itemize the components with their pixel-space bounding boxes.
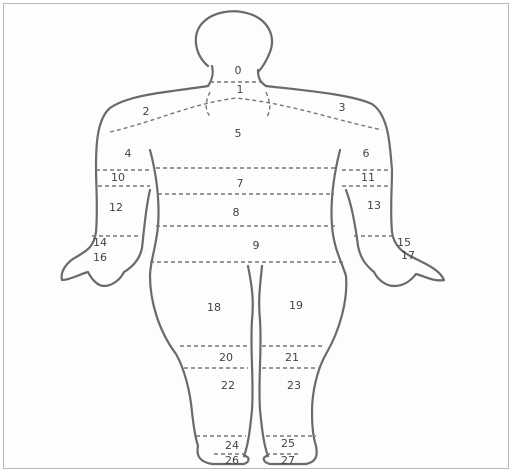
region-label-3: 3 <box>339 101 346 114</box>
region-label-0: 0 <box>235 64 242 77</box>
region-label-1: 1 <box>237 83 244 96</box>
region-label-12: 12 <box>109 201 123 214</box>
region-label-13: 13 <box>367 199 381 212</box>
region-label-15: 15 <box>397 236 411 249</box>
region-label-24: 24 <box>225 439 239 452</box>
torso-outline <box>96 86 392 170</box>
region-label-14: 14 <box>93 236 107 249</box>
region-label-10: 10 <box>111 171 125 184</box>
region-label-23: 23 <box>287 379 301 392</box>
region-label-18: 18 <box>207 301 221 314</box>
region-label-22: 22 <box>221 379 235 392</box>
region-label-25: 25 <box>281 437 295 450</box>
region-label-11: 11 <box>361 171 375 184</box>
region-label-5: 5 <box>235 127 242 140</box>
feet-outline <box>198 446 317 464</box>
region-label-9: 9 <box>253 239 260 252</box>
region-label-17: 17 <box>401 249 415 262</box>
region-label-21: 21 <box>285 351 299 364</box>
region-label-4: 4 <box>125 147 132 160</box>
region-label-26: 26 <box>225 454 239 467</box>
region-label-7: 7 <box>237 177 244 190</box>
inner-legs-outline <box>244 266 268 456</box>
head-outline <box>196 11 272 72</box>
region-label-27: 27 <box>281 454 295 467</box>
region-label-20: 20 <box>219 351 233 364</box>
region-label-16: 16 <box>93 251 107 264</box>
region-label-2: 2 <box>143 105 150 118</box>
right-arm-outline <box>346 170 444 286</box>
region-label-19: 19 <box>289 299 303 312</box>
region-label-6: 6 <box>363 147 370 160</box>
region-label-8: 8 <box>233 206 240 219</box>
